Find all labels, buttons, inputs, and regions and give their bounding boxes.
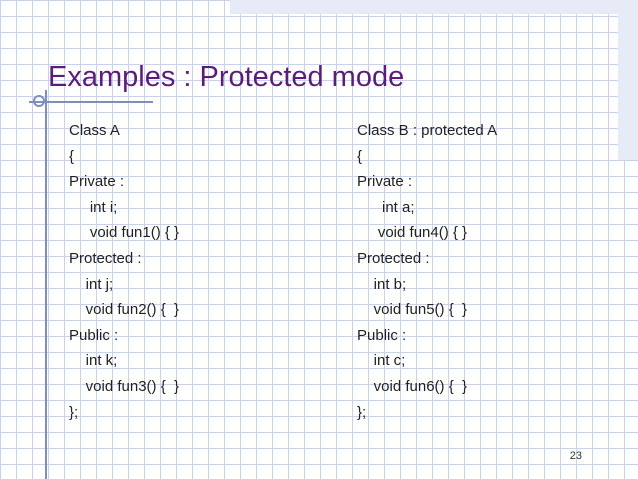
code-line: Class A [69,122,120,139]
code-line: }; [69,403,79,421]
code-line: int i; [69,198,118,216]
code-line: }; [357,403,367,421]
code-line: { [357,147,363,165]
code-line: Public : [357,326,407,344]
title-underline [29,101,153,103]
code-line: Protected : [69,249,142,267]
code-line: Private : [69,173,125,191]
code-line: void fun5() { } [357,301,468,319]
code-line: int j; [69,275,114,293]
slide-title: Examples : Protected mode [48,61,405,93]
code-line: int b; [357,275,407,293]
class-b-code-block: Class B : protected A { Private : int a;… [357,118,497,425]
code-line: { [69,147,75,165]
code-line: Protected : [357,249,430,267]
code-line: int c; [357,352,406,370]
code-line: void fun1() { } [69,224,180,242]
code-line: int a; [357,198,415,216]
page-number: 23 [569,450,582,462]
code-line: void fun3() { } [69,377,180,395]
side-band [618,0,638,160]
code-line: void fun4() { } [357,224,468,242]
class-a-code-block: Class A { Private : int i; void fun1() {… [69,118,179,425]
rule-circle-ornament [33,95,45,107]
left-rule [45,90,47,479]
header-band [230,0,638,14]
code-line: Private : [357,173,413,191]
code-line: int k; [69,352,118,370]
code-line: void fun6() { } [357,377,468,395]
code-line: void fun2() { } [69,301,180,319]
code-line: Public : [69,326,119,344]
code-line: Class B : protected A [357,122,498,139]
